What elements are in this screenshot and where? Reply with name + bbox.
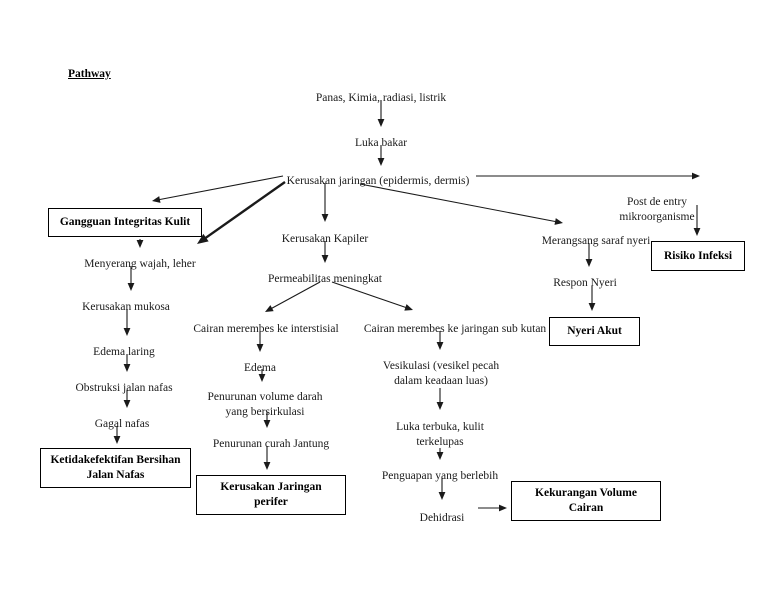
arrow-head-icon: [136, 240, 144, 248]
flow-node: Dehidrasi: [419, 512, 465, 524]
flow-node: Kerusakan Kapiler: [281, 233, 369, 245]
arrow-head-icon: [436, 452, 444, 460]
arrow-head-icon: [123, 328, 131, 336]
arrow-head-icon: [127, 283, 135, 291]
arrow-line: [157, 175, 284, 201]
arrow-head-icon: [693, 228, 701, 236]
diagnosis-box: Nyeri Akut: [549, 317, 640, 346]
arrow-head-icon: [499, 504, 507, 512]
arrow-head-icon: [263, 420, 271, 428]
diagnosis-box: Gangguan Integritas Kulit: [48, 208, 202, 237]
flow-node: Merangsang saraf nyeri: [541, 235, 651, 247]
arrow-head-icon: [692, 172, 700, 180]
flow-node: Menyerang wajah, leher: [84, 258, 196, 270]
page-title: Pathway: [68, 68, 111, 80]
flow-node: Kerusakan jaringan (epidermis, dermis): [286, 175, 470, 187]
diagnosis-box: Kerusakan Jaringan perifer: [196, 475, 346, 515]
diagnosis-box: Ketidakefektifan Bersihan Jalan Nafas: [40, 448, 191, 488]
flow-node: Post de entry mikroorganisme: [619, 196, 695, 223]
flow-node: Cairan merembes ke interstisial: [193, 323, 339, 335]
flow-node: Penurunan volume darah yang bersirkulasi: [207, 391, 323, 418]
flow-node: Luka terbuka, kulit terkelupas: [396, 421, 484, 448]
flow-node: Cairan merembes ke jaringan sub kutan: [363, 323, 547, 335]
flow-node: Respon Nyeri: [553, 277, 617, 289]
flow-node: Penurunan curah Jantung: [212, 438, 330, 450]
diagnosis-box: Risiko Infeksi: [651, 241, 745, 271]
arrow-line: [359, 183, 558, 223]
arrow-head-icon: [585, 259, 593, 267]
arrow-head-icon: [554, 218, 563, 225]
flow-node: Penguapan yang berlebih: [381, 470, 499, 482]
flow-node: Luka bakar: [354, 137, 408, 149]
arrow-head-icon: [438, 492, 446, 500]
arrow-head-icon: [123, 364, 131, 372]
arrow-head-icon: [377, 158, 385, 166]
arrow-head-icon: [588, 303, 596, 311]
arrow-head-icon: [152, 196, 161, 203]
flow-node: Panas, Kimia, radiasi, listrik: [315, 92, 447, 104]
flow-node: Edema: [244, 362, 276, 374]
arrow-line: [203, 181, 286, 240]
flow-node: Obstruksi jalan nafas: [75, 382, 173, 394]
arrow-head-icon: [265, 305, 274, 312]
arrow-head-icon: [377, 119, 385, 127]
diagnosis-box: Kekurangan Volume Cairan: [511, 481, 661, 521]
flow-node: Kerusakan mukosa: [82, 301, 170, 313]
arrow-head-icon: [256, 344, 264, 352]
arrow-head-icon: [404, 304, 413, 311]
flow-node: Edema laring: [93, 346, 155, 358]
arrow-head-icon: [436, 402, 444, 410]
arrow-head-icon: [113, 436, 121, 444]
arrow-head-icon: [436, 342, 444, 350]
flow-node: Permeabilitas meningkat: [267, 273, 383, 285]
arrow-head-icon: [321, 214, 329, 222]
flow-node: Gagal nafas: [94, 418, 150, 430]
arrow-head-icon: [263, 462, 271, 470]
arrow-head-icon: [123, 400, 131, 408]
flow-node: Vesikulasi (vesikel pecah dalam keadaan …: [382, 360, 500, 387]
arrow-head-icon: [321, 255, 329, 263]
